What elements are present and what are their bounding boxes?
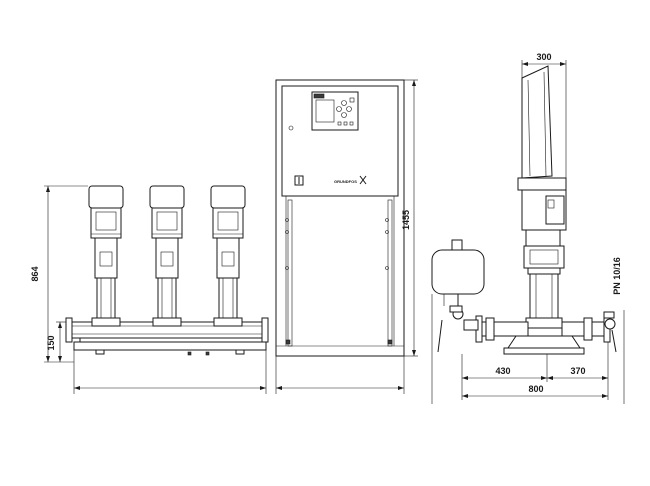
dimension-label-370: 370 — [570, 366, 585, 376]
pump-chamber — [96, 277, 116, 323]
dimension-label-150: 150 — [46, 335, 56, 350]
motor-top — [88, 185, 124, 209]
base-frame — [73, 341, 267, 351]
dimension-1455: 1455 — [401, 79, 418, 357]
base-side — [507, 335, 581, 349]
pump-head — [155, 237, 179, 279]
pressure-class-label: PN 10/16 — [612, 257, 622, 295]
dimension-430-370: 430 370 — [461, 342, 609, 382]
pump-3 — [210, 185, 246, 327]
dimension-cabinet-width — [275, 356, 405, 394]
pump-head — [216, 237, 240, 279]
control-cabinet: GRUNDFOS — [275, 79, 405, 357]
dimension-label-430: 430 — [495, 366, 510, 376]
cabinet-side-panel — [521, 65, 553, 179]
valve-right — [604, 318, 616, 330]
dimension-label-1455: 1455 — [401, 210, 411, 230]
manifold-flange-right — [261, 317, 269, 343]
dimension-300: 300 — [521, 52, 567, 178]
side-view — [431, 65, 617, 355]
dimension-label-864: 864 — [30, 266, 40, 281]
dimension-front-width — [73, 350, 267, 394]
pump-chamber-side — [529, 273, 559, 319]
dimension-label-800: 800 — [528, 384, 543, 394]
brand-label: GRUNDFOS — [334, 179, 357, 184]
motor-top — [210, 185, 246, 209]
motor-body — [90, 207, 122, 239]
motor-body — [151, 207, 183, 239]
pump-head — [94, 237, 118, 279]
dimension-864: 864 — [30, 185, 88, 363]
pump-chamber — [218, 277, 238, 323]
front-view-pump-set — [65, 185, 269, 356]
dimension-800: 800 — [431, 294, 625, 404]
motor-top — [149, 185, 185, 209]
dimension-label-300: 300 — [536, 52, 551, 62]
pump-2 — [149, 185, 185, 327]
motor-top-side — [517, 177, 567, 191]
motor-body — [212, 207, 244, 239]
pump-chamber — [157, 277, 177, 323]
dimension-150: 150 — [46, 321, 66, 362]
manifold-flange-left — [65, 317, 73, 343]
pump-1 — [88, 185, 124, 327]
pressure-tank — [431, 249, 485, 295]
